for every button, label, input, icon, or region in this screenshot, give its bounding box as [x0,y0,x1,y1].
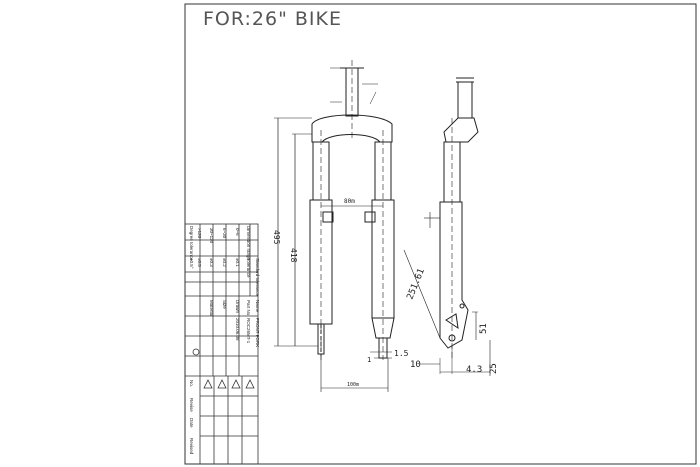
side-lower-leg [439,201,469,349]
rev-0: No. [189,380,194,387]
tol-range-4: Degree tolerance [189,226,194,261]
rev-2: Date [189,418,194,428]
info-val-0: FRONT FORK [255,318,260,347]
rev-1: Revise [189,398,194,412]
rev-3: Revised [189,438,194,455]
label-tolerance: Tolerance [246,258,251,278]
table-labels: Standard tolerance Dimension range Toler… [189,226,260,455]
projection-symbol [192,348,200,356]
dim-line-lower-leg [403,249,441,339]
side-crown [443,117,479,143]
dim-axle-crown-text: 418 [289,248,298,263]
tol-val-4: ±0.5° [189,258,194,269]
tol-range-2: 30~120 [209,228,214,244]
tol-val-3: ±0.5 [197,258,202,267]
drawing-title: FOR:26" BIKE [203,8,342,30]
info-val-2: 2010.06.08 [235,318,240,341]
dim-small-gap-text: 1.5 [394,349,409,358]
label-dimension-range: Dimension range [246,226,251,261]
info-key-0: Name [255,300,260,313]
dim-lower-leg-text: 251.61 [406,267,427,301]
right-brake-boss [364,211,376,223]
dim-offset-text: 25 [489,363,499,374]
dim-thickness-text: 10 [410,360,421,370]
revision-markers [203,379,255,389]
dim-small-gap2-text: 1 [367,356,371,364]
label-standard-tolerance: Standard tolerance [255,258,260,297]
tol-val-2: ±0.3 [209,258,214,267]
tol-range-0: 0~6 [235,228,240,236]
info-key-1: Part No. [246,300,251,317]
title-block-table [184,223,259,465]
dimension-labels: 495 418 80m 100m 1.5 1 251.61 51 10 4.3 … [272,198,499,388]
tol-range-1: 6~30 [222,228,227,239]
side-dropout-slot [445,313,459,330]
label-material: Material [209,300,214,316]
tol-val-1: ±0.2 [222,258,227,267]
tol-val-0: ±0.1 [235,258,240,267]
dim-slot-text: 51 [479,323,489,334]
info-key-2: Drawn [235,300,240,314]
dim-axle-text: 4.3 [466,365,482,375]
dim-spacing-text: 80m [344,198,355,205]
side-steerer [457,81,473,119]
fork-side-view [403,77,491,376]
tol-range-3: >120 [197,228,202,239]
info-val-1: ROC26MT-1 [246,318,251,344]
fork-front-view [274,60,395,392]
dim-dropout-text: 100m [347,382,359,388]
dim-overall-text: 495 [272,230,281,245]
left-brake-boss [322,211,334,223]
label-size: Size [222,300,227,309]
right-dropout [371,317,395,339]
